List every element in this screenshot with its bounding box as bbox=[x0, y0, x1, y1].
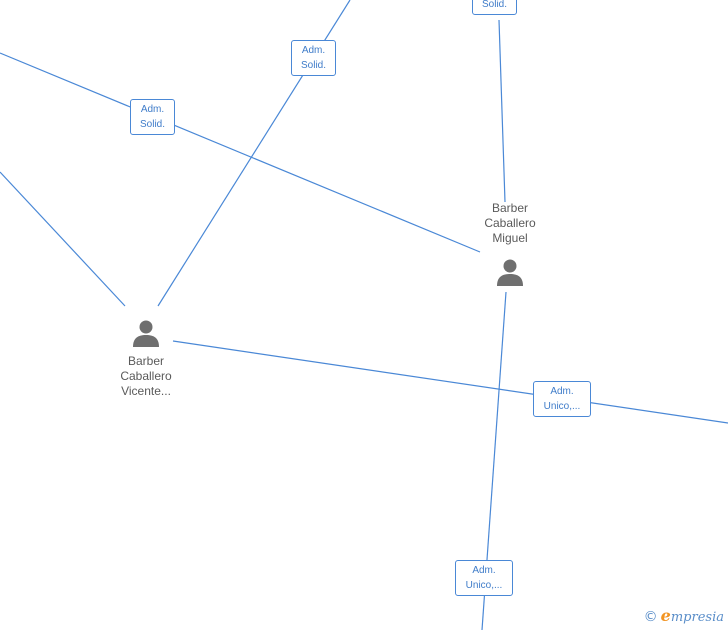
person-node-miguel[interactable]: Barber Caballero Miguel bbox=[460, 201, 560, 287]
person-icon bbox=[497, 259, 523, 286]
person-icon bbox=[133, 320, 159, 347]
edge-line-top-right bbox=[498, 19, 506, 203]
brand-logo-initial: e bbox=[660, 606, 671, 625]
edge-label-left-diag[interactable]: Adm. Solid. bbox=[130, 99, 175, 135]
edge-label-line: Adm. bbox=[472, 565, 496, 576]
person-name: Barber Caballero Vicente... bbox=[120, 354, 172, 398]
edge-label-line: Solid. bbox=[300, 60, 326, 71]
edge-line-left-mid bbox=[0, 171, 126, 307]
edge-label-line: Adm. bbox=[301, 45, 326, 56]
edge-label-line: Adm. bbox=[550, 386, 574, 397]
edge-label-bottom[interactable]: Adm. Unico,... bbox=[455, 560, 513, 596]
edge-label-top-right[interactable]: Solid. bbox=[472, 0, 517, 15]
edge-label-upper-mid[interactable]: Adm. Solid. bbox=[291, 40, 336, 76]
brand-logo-text: mpresia bbox=[670, 610, 724, 625]
edge-label-line: Solid. bbox=[139, 119, 165, 130]
edge-label-line: Solid. bbox=[481, 0, 507, 10]
edge-label-line: Adm. bbox=[140, 104, 165, 115]
edge-line-left-top bbox=[0, 52, 481, 253]
person-node-vicente[interactable]: Barber Caballero Vicente... bbox=[96, 318, 196, 399]
copyright-icon: © bbox=[643, 609, 658, 625]
edge-label-line: Unico,... bbox=[465, 580, 503, 591]
brand-watermark: ©empresia bbox=[644, 606, 724, 625]
person-name: Barber Caballero Miguel bbox=[484, 201, 536, 245]
edge-label-line: Unico,... bbox=[543, 401, 581, 412]
edge-line-right-mid bbox=[172, 340, 728, 424]
edge-label-right-mid[interactable]: Adm. Unico,... bbox=[533, 381, 591, 417]
